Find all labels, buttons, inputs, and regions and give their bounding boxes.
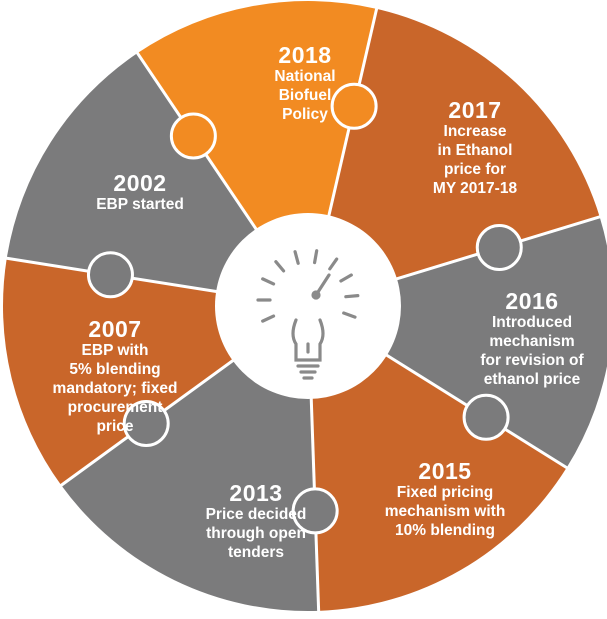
segment-2015-line-3: 10% blending (395, 522, 495, 540)
puzzle-knobs (86, 82, 523, 535)
segment-2013-line-2: through open (206, 525, 306, 543)
light-ray (328, 257, 339, 271)
puzzle-knob-fill (466, 397, 507, 438)
segment-2007-line-4: procurement (67, 399, 163, 417)
light-ray (342, 311, 357, 319)
bulb-outline (291, 318, 325, 362)
puzzle-knob-fill (295, 490, 336, 531)
segment-2016-label: 2016 Introduced mechanism for revision o… (464, 288, 600, 390)
segment-2015-shape (308, 306, 567, 611)
gauge-pivot (311, 290, 321, 300)
segment-2015-label: 2015 Fixed pricing mechanism with 10% bl… (375, 458, 515, 541)
light-rays (256, 249, 360, 323)
segment-2002-label: 2002 EBP started (80, 170, 200, 215)
segment-2018-text: National Biofuel Policy (250, 68, 360, 125)
segment-2018-label: 2018 National Biofuel Policy (250, 42, 360, 125)
light-ray (339, 273, 353, 283)
segment-2013-line-1: Price decided (205, 506, 307, 524)
puzzle-knob-fill (479, 227, 520, 268)
light-ray (344, 294, 360, 299)
light-ray (261, 314, 276, 323)
light-ray (274, 260, 286, 273)
segment-2002-text: EBP started (80, 196, 200, 215)
puzzle-knob-fill (90, 254, 131, 295)
segment-2002-year: 2002 (113, 170, 167, 196)
puzzle-knob-fill (126, 403, 167, 444)
segment-2013-line-3: tenders (228, 544, 284, 562)
segment-2013-year: 2013 (229, 480, 283, 506)
segment-2007-line-1: EBP with (81, 342, 149, 360)
segment-2013-text: Price decided through open tenders (191, 506, 321, 563)
segment-2002-line-1: EBP started (96, 196, 184, 214)
segment-2007-line-2: 5% blending (69, 361, 161, 379)
segment-2017-label: 2017 Increase in Ethanol price for MY 20… (415, 97, 535, 199)
segment-2015-text: Fixed pricing mechanism with 10% blendin… (375, 484, 515, 541)
segment-2007-label: 2007 EBP with 5% blending mandatory; fix… (50, 316, 180, 437)
segment-2018-line-3: Policy (282, 106, 328, 124)
segment-2018-line-1: National (274, 68, 336, 86)
segment-2017-line-2: in Ethanol (437, 142, 513, 160)
segment-2017-year: 2017 (448, 97, 502, 123)
puzzle-knob-fill (173, 116, 214, 157)
center-circle (215, 213, 401, 399)
segment-2007-text: EBP with 5% blending mandatory; fixed pr… (50, 342, 180, 437)
segment-2018-year: 2018 (278, 42, 332, 68)
segment-2002-shape (6, 53, 308, 306)
segment-2015-line-1: Fixed pricing (396, 484, 494, 502)
segment-2007-year: 2007 (88, 316, 142, 342)
segment-2013-shape (61, 306, 319, 612)
light-ray (261, 277, 276, 286)
segment-2017-text: Increase in Ethanol price for MY 2017-18 (415, 123, 535, 199)
segment-2017-line-1: Increase (443, 123, 507, 141)
segment-2017-line-4: MY 2017-18 (432, 180, 518, 198)
segment-2016-text: Introduced mechanism for revision of eth… (464, 314, 600, 390)
lightbulb-idea-icon (256, 249, 360, 380)
segment-2017-shape (308, 8, 600, 306)
segment-2015-line-2: mechanism with (384, 503, 506, 521)
segment-2015-year: 2015 (418, 458, 472, 484)
segment-2007-line-5: price (96, 418, 134, 436)
light-ray (293, 250, 300, 265)
segment-2016-shape (308, 216, 607, 468)
segment-2016-line-2: mechanism (489, 333, 575, 351)
light-ray (312, 249, 319, 265)
segment-2017-line-3: price for (443, 161, 506, 179)
segment-2016-line-1: Introduced (491, 314, 573, 332)
segment-2007-line-3: mandatory; fixed (52, 380, 178, 398)
segment-2013-label: 2013 Price decided through open tenders (191, 480, 321, 563)
segment-2018-line-2: Biofuel (278, 87, 332, 105)
segment-2016-year: 2016 (505, 288, 559, 314)
puzzle-knob-fill (334, 86, 375, 127)
segment-2016-line-3: for revision of (480, 352, 584, 370)
gauge-needle (316, 273, 331, 294)
segment-2016-line-4: ethanol price (483, 371, 581, 389)
